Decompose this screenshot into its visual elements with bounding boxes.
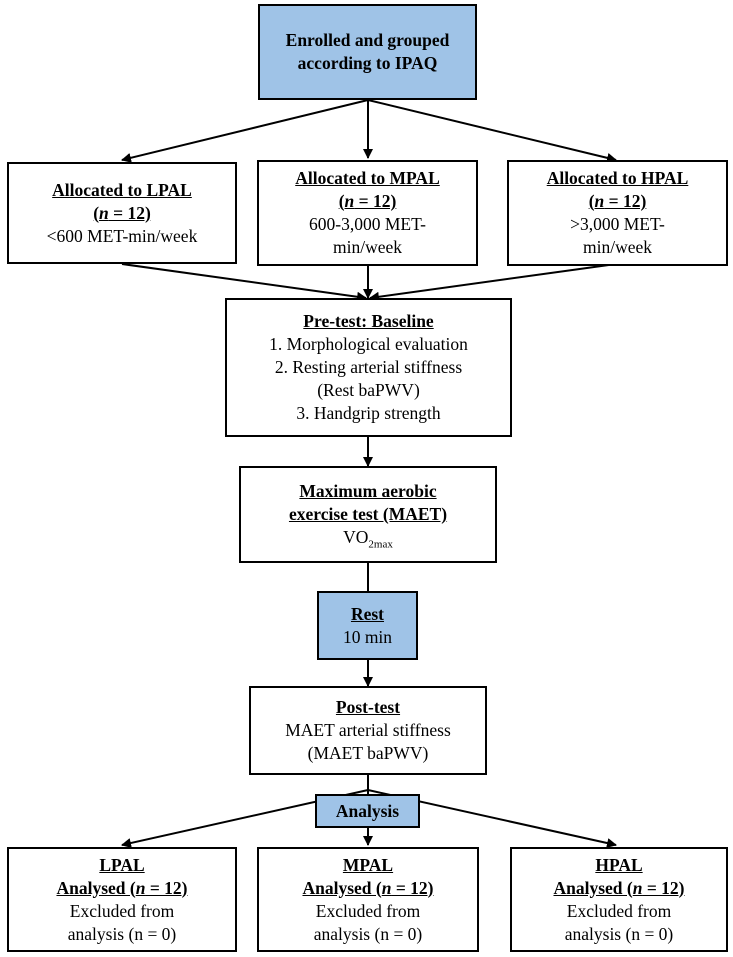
arrow-enroll-to-hpal [367, 99, 617, 163]
hpal-result-group: HPAL [595, 854, 643, 875]
hpal-result-excl2: analysis (n = 0) [564, 923, 674, 944]
hpal-result-box: HPAL Analysed (n = 12) Excluded from ana… [510, 847, 728, 952]
mpal-result-box: MPAL Analysed (n = 12) Excluded from ana… [257, 847, 479, 952]
hpal-result-analysed: Analysed (n = 12) [553, 877, 685, 898]
lpal-result-box: LPAL Analysed (n = 12) Excluded from ana… [7, 847, 237, 952]
maet-box: Maximum aerobic exercise test (MAET) VO2… [239, 466, 497, 563]
hpal-alloc-desc2: min/week [582, 237, 652, 257]
pretest-box: Pre-test: Baseline 1. Morphological eval… [225, 298, 512, 437]
lpal-result-analysed: Analysed (n = 12) [56, 877, 188, 898]
posttest-line2: (MAET baPWV) [307, 743, 429, 763]
lpal-result-excl2: analysis (n = 0) [67, 923, 177, 944]
lpal-result-excl1: Excluded from [69, 900, 175, 921]
mpal-result-group: MPAL [342, 854, 394, 875]
rest-box: Rest 10 min [317, 591, 418, 660]
hpal-alloc-desc1: >3,000 MET- [570, 214, 665, 234]
pretest-title: Pre-test: Baseline [303, 311, 434, 331]
mpal-allocation-box: Allocated to MPAL (n = 12) 600-3,000 MET… [257, 160, 478, 266]
mpal-result-excl2: analysis (n = 0) [313, 923, 423, 944]
posttest-line1: MAET arterial stiffness [285, 720, 451, 740]
enroll-line2: according to IPAQ [297, 53, 438, 73]
maet-line2: exercise test (MAET) [288, 504, 448, 524]
arrow-hpal-to-pretest [369, 263, 617, 302]
pretest-item2: 2. Resting arterial stiffness [274, 357, 463, 377]
analysis-label: Analysis [335, 800, 400, 821]
posttest-box: Post-test MAET arterial stiffness (MAET … [249, 686, 487, 775]
maet-vo2max: VO2max [343, 527, 393, 551]
mpal-result-analysed: Analysed (n = 12) [302, 877, 434, 898]
arrow-lpal-to-pretest [121, 263, 367, 302]
pretest-item2b: (Rest baPWV) [317, 380, 420, 400]
mpal-alloc-desc2: min/week [332, 237, 402, 257]
mpal-alloc-title: Allocated to MPAL [295, 168, 440, 188]
mpal-alloc-n: (n = 12) [338, 191, 397, 211]
hpal-alloc-title: Allocated to HPAL [546, 168, 689, 188]
posttest-title: Post-test [335, 697, 401, 717]
pretest-item1: 1. Morphological evaluation [269, 334, 468, 354]
lpal-result-group: LPAL [99, 854, 145, 875]
maet-line1: Maximum aerobic [299, 481, 437, 501]
lpal-alloc-desc: <600 MET-min/week [46, 225, 198, 246]
rest-title: Rest [350, 603, 385, 624]
lpal-alloc-title: Allocated to LPAL [52, 179, 192, 200]
hpal-result-excl1: Excluded from [566, 900, 672, 921]
pretest-item3: 3. Handgrip strength [296, 403, 441, 423]
lpal-allocation-box: Allocated to LPAL (n = 12) <600 MET-min/… [7, 162, 237, 264]
enroll-line1: Enrolled and grouped [285, 30, 450, 50]
lpal-alloc-n: (n = 12) [93, 202, 151, 223]
mpal-result-excl1: Excluded from [315, 900, 421, 921]
rest-duration: 10 min [342, 626, 393, 647]
hpal-alloc-n: (n = 12) [588, 191, 647, 211]
enroll-box: Enrolled and grouped according to IPAQ [258, 4, 477, 100]
hpal-allocation-box: Allocated to HPAL (n = 12) >3,000 MET- m… [507, 160, 728, 266]
arrow-enroll-to-lpal [121, 99, 369, 163]
analysis-box: Analysis [315, 794, 420, 828]
mpal-alloc-desc1: 600-3,000 MET- [309, 214, 426, 234]
